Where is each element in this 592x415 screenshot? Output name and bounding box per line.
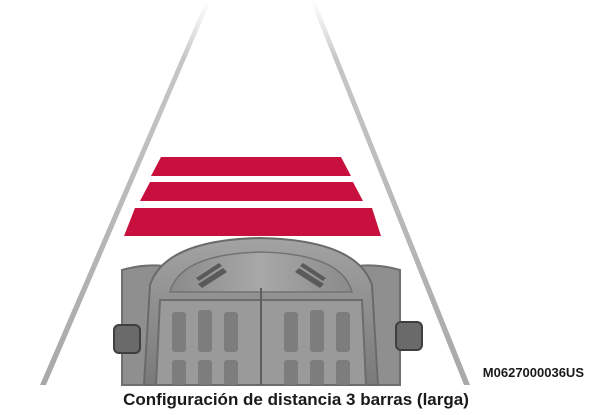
figure-code: M0627000036US [482,365,584,380]
road-line-right [310,0,470,385]
own-vehicle-icon [113,236,423,386]
distance-bars [124,157,381,236]
distance-bar-1 [151,157,351,176]
distance-bar-2 [140,182,363,201]
road-line-left [40,0,211,385]
left-mirror-icon [113,324,141,354]
right-mirror-icon [395,321,423,351]
figure-caption: Configuración de distancia 3 barras (lar… [123,390,469,409]
distance-bar-3 [124,208,381,236]
